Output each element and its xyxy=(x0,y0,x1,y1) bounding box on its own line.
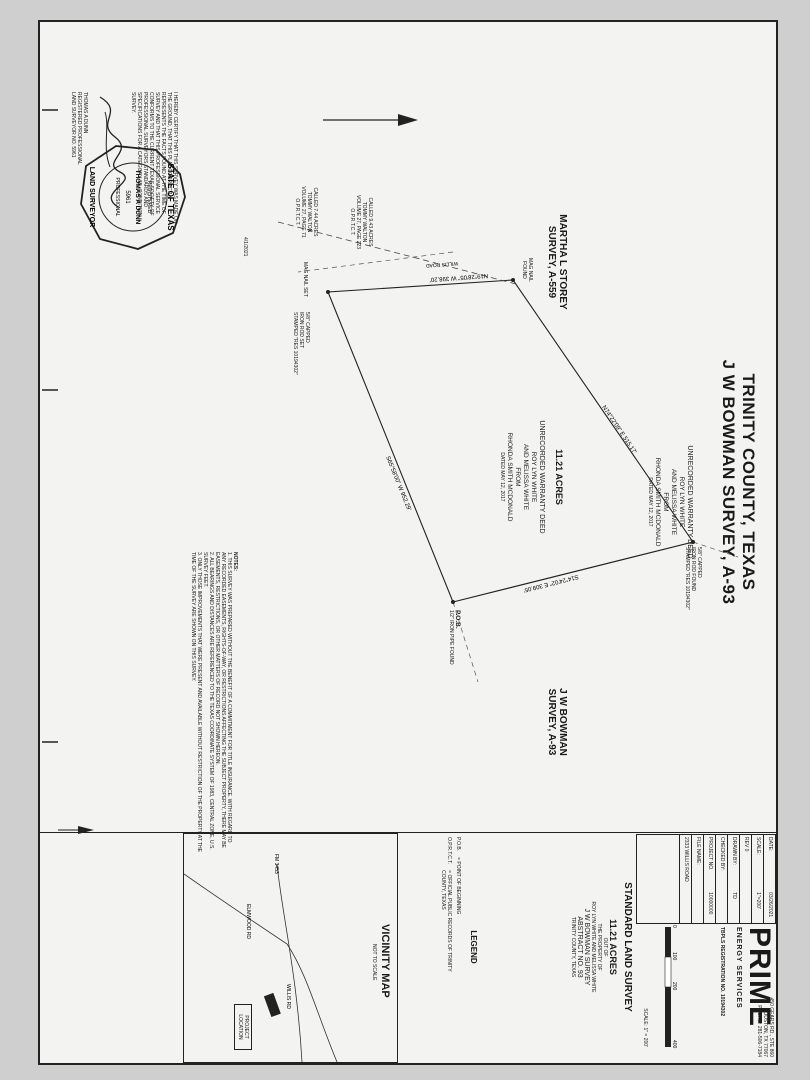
company-tagline: ENERGY SERVICES xyxy=(735,927,742,1009)
info-label: PROJECT NO. xyxy=(703,835,716,891)
adjoiner-line-3 xyxy=(692,541,739,558)
info-label: 2333 WILLIS ROAD xyxy=(679,835,692,891)
svg-text:100: 100 xyxy=(671,952,677,961)
svg-text:0: 0 xyxy=(671,925,677,928)
info-row: PROJECT NO.10000000 xyxy=(703,835,716,923)
monument-pob: P.O.B. 1/2" IRON PIPE FOUND xyxy=(448,610,461,665)
svg-text:THOMAS A DUNN: THOMAS A DUNN xyxy=(134,170,141,225)
adjoiner-line-1 xyxy=(297,251,454,273)
info-row: DATE:03/26/2021 xyxy=(763,835,775,923)
company-registration: TBPLS REGISTRATION NO. 10194302 xyxy=(719,927,725,1017)
survey-canvas: TRINITY COUNTY, TEXAS J W BOWMAN SURVEY,… xyxy=(40,22,776,1063)
svg-text:LAND SURVEYOR: LAND SURVEYOR xyxy=(88,167,95,228)
road-label: WILLIS ROAD xyxy=(425,260,458,268)
info-label: DRAWN BY: xyxy=(727,835,740,891)
monument-ne: 5/8" CAPPED IRON ROD FOUND STAMPED "RES … xyxy=(684,547,702,610)
svg-text:PROFESSIONAL: PROFESSIONAL xyxy=(114,178,120,217)
corner-ne xyxy=(691,540,695,544)
vicinity-map: VICINITY MAP NOT TO SCALE FM 3453 ELMWOO… xyxy=(183,833,398,1063)
bearing-north: N74°22'09" E 515.17' xyxy=(600,405,637,456)
survey-sheet: TRINITY COUNTY, TEXAS J W BOWMAN SURVEY,… xyxy=(38,20,778,1065)
legend: LEGEND P.O.B. = POINT OF BEGINNING O.P.R… xyxy=(440,837,478,972)
company-block: PRIME ENERGY SERVICES 450 GEARS RD., STE… xyxy=(719,927,776,1057)
info-value xyxy=(739,890,752,923)
title-block: STANDARD LAND SURVEY 11.21 ACRES OUT OF … xyxy=(570,882,633,1012)
north-arrow-main xyxy=(323,114,418,126)
tract-block: 11.21 ACRES UNRECORDED WARRANTY DEED ROY… xyxy=(499,420,564,534)
info-value: TD xyxy=(727,890,740,923)
info-value xyxy=(715,890,728,923)
info-row: DRAWN BY:TD xyxy=(727,835,740,923)
surveyor-signature xyxy=(99,96,126,208)
panel-divider xyxy=(40,832,776,833)
corner-nw xyxy=(511,278,515,282)
corner-sw xyxy=(326,290,330,294)
certification-date: 4/1/2021 xyxy=(242,237,248,257)
info-label: REV 0 xyxy=(739,835,752,891)
info-label: FILE NAME: xyxy=(691,835,704,891)
svg-text:STATE OF TEXAS: STATE OF TEXAS xyxy=(166,163,175,231)
info-value xyxy=(679,890,692,923)
info-value xyxy=(691,890,704,923)
info-row: CHECKED BY: xyxy=(715,835,728,923)
info-value: 1"=200' xyxy=(751,890,764,923)
svg-text:FM 3453: FM 3453 xyxy=(273,854,279,874)
info-row: REV 0 xyxy=(739,835,752,923)
monument-nw: MAG NAIL FOUND xyxy=(521,258,533,282)
certification-block: I HEREBY CERTIFY THAT THIS SURVEY WAS MA… xyxy=(70,92,178,232)
svg-text:5961: 5961 xyxy=(124,190,130,204)
info-label: DATE: xyxy=(763,835,775,891)
surveyor-seal: STATE OF TEXAS REGISTERED THOMAS A DUNN … xyxy=(78,142,188,252)
svg-text:400: 400 xyxy=(671,1040,677,1049)
info-row: 2333 WILLIS ROAD xyxy=(679,835,692,923)
info-label: CHECKED BY: xyxy=(715,835,728,891)
adjoiner-2: CALLED 7.44 ACRES TOMMY WALTON VOLUME 27… xyxy=(294,186,318,238)
info-value: 03/26/2021 xyxy=(763,890,775,923)
willis-road-line xyxy=(277,221,517,285)
adjoiner-line-2 xyxy=(452,601,479,683)
info-label: SCALE: xyxy=(751,835,764,891)
monument-sw-rod: 5/8" CAPPED IRON ROD SET STAMPED "RES 10… xyxy=(292,312,310,375)
vicinity-roads: FM 3453 ELMWOOD RD WILLIS RD xyxy=(184,854,338,1062)
adjoiner-1: CALLED 9.43 ACRES TOMMY WALTON VOLUME 27… xyxy=(349,194,373,250)
info-row: SCALE:1"=200' xyxy=(751,835,764,923)
svg-text:200: 200 xyxy=(671,982,677,991)
info-value: 10000000 xyxy=(703,890,716,923)
plat-drawing: N74°22'09" E 515.17' S14°24'02" E 309.05… xyxy=(42,109,739,834)
corner-pob xyxy=(451,600,455,604)
monument-sw-nail: MAG NAIL SET xyxy=(302,262,308,297)
info-row: FILE NAME: xyxy=(691,835,704,923)
scale-bar: 0 100 200 400 SCALE: 1" = 200' xyxy=(642,925,677,1049)
project-location-box: PROJECT LOCATION xyxy=(234,1004,252,1050)
svg-text:REGISTERED: REGISTERED xyxy=(146,181,152,214)
bearing-west: N19°28'05" W 398.20' xyxy=(429,272,488,282)
svg-text:WILLIS RD: WILLIS RD xyxy=(285,984,291,1009)
notes-block: NOTES: 1. THIS SURVEY WAS PREPARED WITHO… xyxy=(190,552,238,852)
svg-text:ELMWOOD RD: ELMWOOD RD xyxy=(245,904,251,939)
